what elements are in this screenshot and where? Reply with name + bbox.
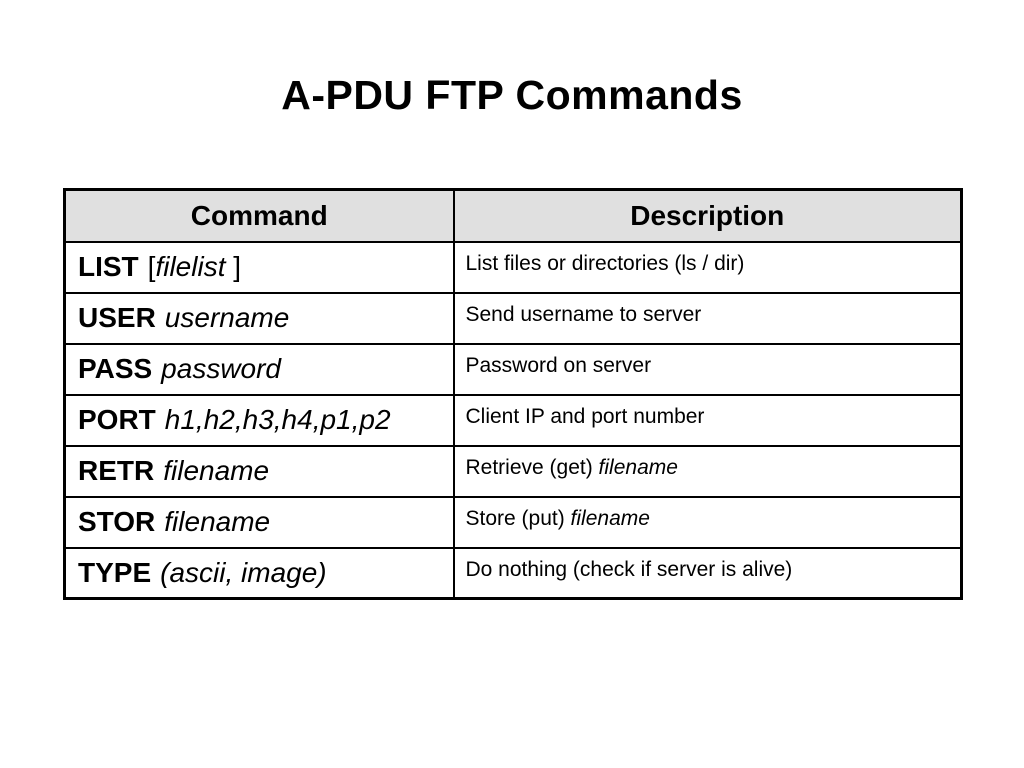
description-italic-text: filename — [598, 455, 678, 479]
column-header-description: Description — [452, 188, 963, 243]
table-row: PASS password Password on server — [63, 342, 963, 396]
description-text: List files or directories (ls / dir) — [465, 251, 745, 275]
command-cell: PORT h1,h2,h3,h4,p1,p2 — [63, 393, 455, 447]
description-text: Store (put) — [465, 506, 571, 530]
command-keyword: USER — [78, 302, 156, 333]
description-cell: List files or directories (ls / dir) — [452, 240, 963, 294]
description-cell: Password on server — [452, 342, 963, 396]
table-row: STOR filename Store (put) filename — [63, 495, 963, 549]
command-cell: RETR filename — [63, 444, 455, 498]
command-cell: STOR filename — [63, 495, 455, 549]
command-arg: username — [164, 302, 290, 333]
command-keyword: TYPE — [78, 556, 152, 588]
description-text: Do nothing (check if server is alive) — [465, 557, 793, 581]
command-keyword: LIST — [78, 251, 139, 282]
description-text: Send username to server — [465, 302, 702, 326]
command-arg: filename — [163, 455, 270, 486]
command-keyword: PORT — [78, 404, 156, 435]
description-cell: Do nothing (check if server is alive) — [452, 546, 963, 600]
command-arg: password — [161, 353, 282, 384]
table-header-row: Command Description — [63, 188, 963, 243]
table-row: RETR filename Retrieve (get) filename — [63, 444, 963, 498]
table-row: PORT h1,h2,h3,h4,p1,p2 Client IP and port… — [63, 393, 963, 447]
command-keyword: RETR — [78, 455, 155, 486]
description-cell: Send username to server — [452, 291, 963, 345]
command-arg-bracket-open: [ — [147, 251, 156, 282]
command-cell: PASS password — [63, 342, 455, 396]
command-arg: (ascii, image) — [160, 556, 327, 588]
table-row: TYPE(ascii, image) Do nothing (check if … — [63, 546, 963, 600]
command-arg: h1,h2,h3,h4,p1,p2 — [164, 404, 391, 435]
command-arg: filelist — [155, 251, 226, 282]
command-arg-bracket-close: ] — [225, 251, 242, 282]
description-italic-text: filename — [570, 506, 650, 530]
description-text: Client IP and port number — [465, 404, 705, 428]
command-cell: LIST [filelist ] — [63, 240, 455, 294]
column-header-command: Command — [63, 188, 455, 243]
page-title: A-PDU FTP Commands — [281, 72, 743, 118]
command-cell: USER username — [63, 291, 455, 345]
command-arg: filename — [164, 506, 271, 537]
description-text: Retrieve (get) — [465, 455, 599, 479]
ftp-commands-table: Command Description LIST [filelist ] List… — [63, 188, 963, 600]
command-cell: TYPE(ascii, image) — [63, 546, 455, 600]
table-row: LIST [filelist ] List files or directorie… — [63, 240, 963, 294]
description-text: Password on server — [465, 353, 652, 377]
description-cell: Client IP and port number — [452, 393, 963, 447]
table-row: USER username Send username to server — [63, 291, 963, 345]
command-keyword: STOR — [78, 506, 156, 537]
description-cell: Store (put) filename — [452, 495, 963, 549]
command-keyword: PASS — [78, 353, 153, 384]
description-cell: Retrieve (get) filename — [452, 444, 963, 498]
